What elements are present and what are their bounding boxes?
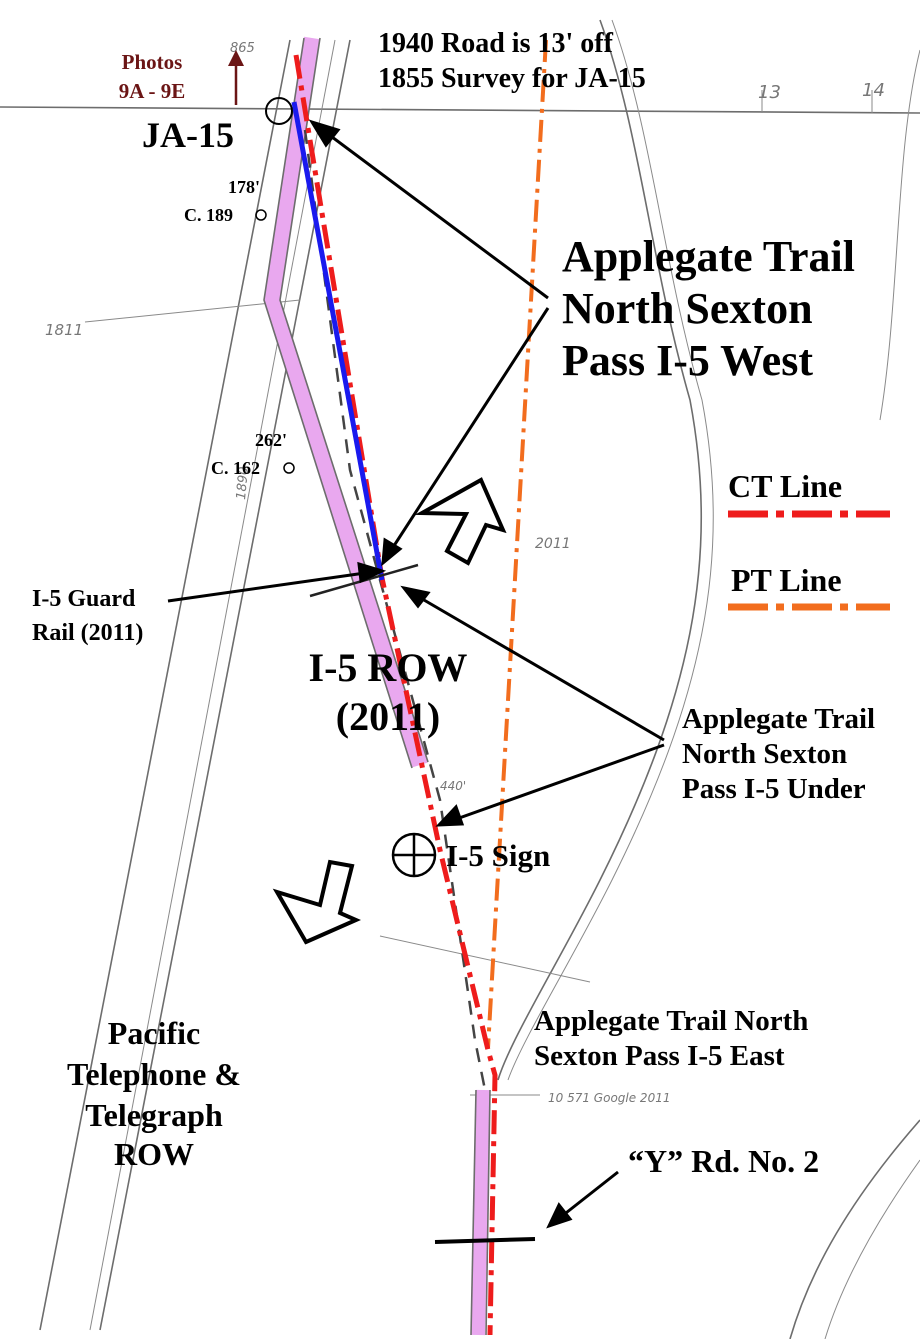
section-line xyxy=(0,106,920,114)
trail-east-label-line2: Sexton Pass I-5 East xyxy=(534,1040,785,1072)
survey-note-line2: 1855 Survey for JA-15 xyxy=(378,63,646,94)
guard-rail-label-line2: Rail (2011) xyxy=(32,620,143,646)
y-road-label: “Y” Rd. No. 2 xyxy=(628,1143,819,1179)
trail-west-label-line1: Applegate Trail xyxy=(562,232,855,281)
corner-distance-label: 178' xyxy=(228,177,260,197)
corner-number-label: C. 189 xyxy=(184,205,233,225)
section-number-14: 14 xyxy=(862,80,885,101)
ptt-label-line3: Telegraph xyxy=(85,1097,223,1133)
corner-marker xyxy=(255,209,267,221)
road-edge-line xyxy=(99,39,351,1331)
i5-row-edge xyxy=(279,37,429,763)
map-legend: CT Line PT Line xyxy=(728,468,890,611)
pencil-note: 440' xyxy=(440,779,466,793)
corner-number-label: C. 162 xyxy=(211,458,260,478)
photos-arrow-head xyxy=(228,50,244,66)
trail-under-label-line1: Applegate Trail xyxy=(682,703,875,735)
pencil-note: 10 571 Google 2011 xyxy=(548,1091,670,1105)
direction-arrow-up xyxy=(414,477,507,566)
trail-under-label-line3: Pass I-5 Under xyxy=(682,773,866,805)
i5-sign-label: I-5 Sign xyxy=(446,838,550,873)
i5-sign-symbol xyxy=(391,832,437,878)
photos-label: Photos xyxy=(122,50,183,74)
pencil-centerline xyxy=(303,129,487,1091)
pencil-note: 1811 xyxy=(45,321,83,339)
legend-ct-label: CT Line xyxy=(728,468,842,504)
contour-line xyxy=(824,1159,920,1339)
legend-pt-label: PT Line xyxy=(731,562,842,598)
guard-rail-label-line1: I-5 Guard xyxy=(32,586,136,612)
pencil-note: 2011 xyxy=(535,536,571,552)
survey-note-line1: 1940 Road is 13' off xyxy=(378,28,614,59)
i5-row-band xyxy=(471,1089,490,1336)
direction-arrow-down xyxy=(272,859,361,945)
ja15-marker xyxy=(265,97,293,125)
contour-line xyxy=(879,49,920,421)
i5-row-edge xyxy=(470,1089,477,1336)
trail-west-label-line2: North Sexton xyxy=(562,284,813,333)
trail-west-label-line3: Pass I-5 West xyxy=(562,336,813,385)
ptt-label-line4: ROW xyxy=(114,1136,194,1172)
contour-line xyxy=(497,19,703,1081)
road-edge-line xyxy=(89,39,336,1331)
row-label-line1: I-5 ROW xyxy=(309,645,468,690)
i5-row-edge xyxy=(485,1089,491,1336)
photos-range-label: 9A - 9E xyxy=(119,79,186,103)
survey-line xyxy=(84,299,301,323)
row-label-line2: (2011) xyxy=(336,694,440,739)
i5-row-edge xyxy=(263,37,413,769)
leader-arrows xyxy=(167,119,665,1229)
section-number-13: 13 xyxy=(758,82,781,103)
survey-line xyxy=(379,935,591,983)
y-road-bar xyxy=(434,1237,536,1244)
ptt-label-line2: Telephone & xyxy=(67,1056,241,1092)
trail-east-label-line1: Applegate Trail North xyxy=(534,1005,808,1037)
corner-distance-label: 262' xyxy=(255,430,287,450)
contour-line xyxy=(789,1119,920,1339)
ja15-label: JA-15 xyxy=(142,115,234,155)
pt-line xyxy=(486,39,548,1049)
ptt-label-line1: Pacific xyxy=(108,1015,200,1051)
ja15-segment xyxy=(291,101,385,581)
pencil-note: 1890 xyxy=(234,466,252,500)
pencil-note: 865 xyxy=(230,41,255,56)
road-edge-line xyxy=(39,39,291,1331)
corner-marker xyxy=(283,462,295,474)
contour-line xyxy=(507,19,714,1081)
trail-under-label-line2: North Sexton xyxy=(682,738,847,770)
